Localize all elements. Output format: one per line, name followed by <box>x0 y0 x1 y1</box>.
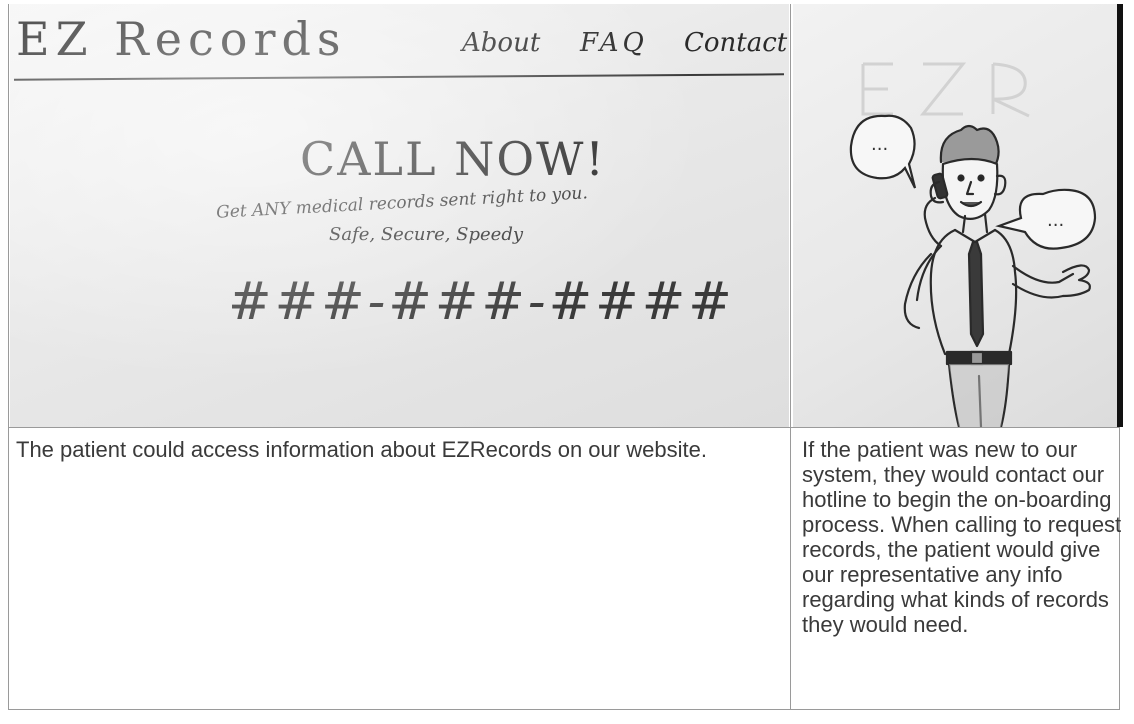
table-divider-horizontal <box>8 427 1120 428</box>
caption-hotline: If the patient was new to our system, th… <box>802 437 1122 637</box>
nav-contact-link: Contact <box>684 28 788 58</box>
hair <box>939 124 1000 168</box>
call-now-headline: CALL NOW! <box>300 132 606 186</box>
table-border-right <box>1119 427 1120 710</box>
table-divider-vertical <box>790 4 791 710</box>
phone-number-placeholder: ###-###-#### <box>228 272 735 332</box>
header-divider <box>14 73 784 81</box>
website-sketch-panel: EZ Records About FAQ Contact CALL NOW! G… <box>10 4 789 427</box>
speech-bubble-left-text: ... <box>871 134 888 155</box>
site-logo: EZ Records <box>16 12 347 66</box>
phone-icon <box>931 172 949 200</box>
ghost-bleed-through <box>861 62 1030 118</box>
caller-illustration: ... ... <box>849 62 1097 427</box>
caption-website: The patient could access information abo… <box>16 437 707 462</box>
head <box>941 157 999 221</box>
table-border-bottom <box>8 709 1120 710</box>
records-subline: Get ANY medical records sent right to yo… <box>215 183 589 223</box>
safety-tagline: Safe, Secure, Speedy <box>329 224 524 245</box>
panel-dark-edge <box>1117 4 1123 427</box>
tie <box>967 240 985 348</box>
speech-bubble-right-text: ... <box>1047 210 1064 231</box>
caller-sketch-panel: ... ... <box>793 4 1117 427</box>
person-figure <box>903 124 1091 427</box>
table-border-left <box>8 4 9 710</box>
speech-bubble-left: ... <box>849 114 917 189</box>
nav-faq-link: FAQ <box>580 28 648 58</box>
speech-bubble-right: ... <box>995 188 1097 250</box>
nav-about-link: About <box>462 28 541 58</box>
